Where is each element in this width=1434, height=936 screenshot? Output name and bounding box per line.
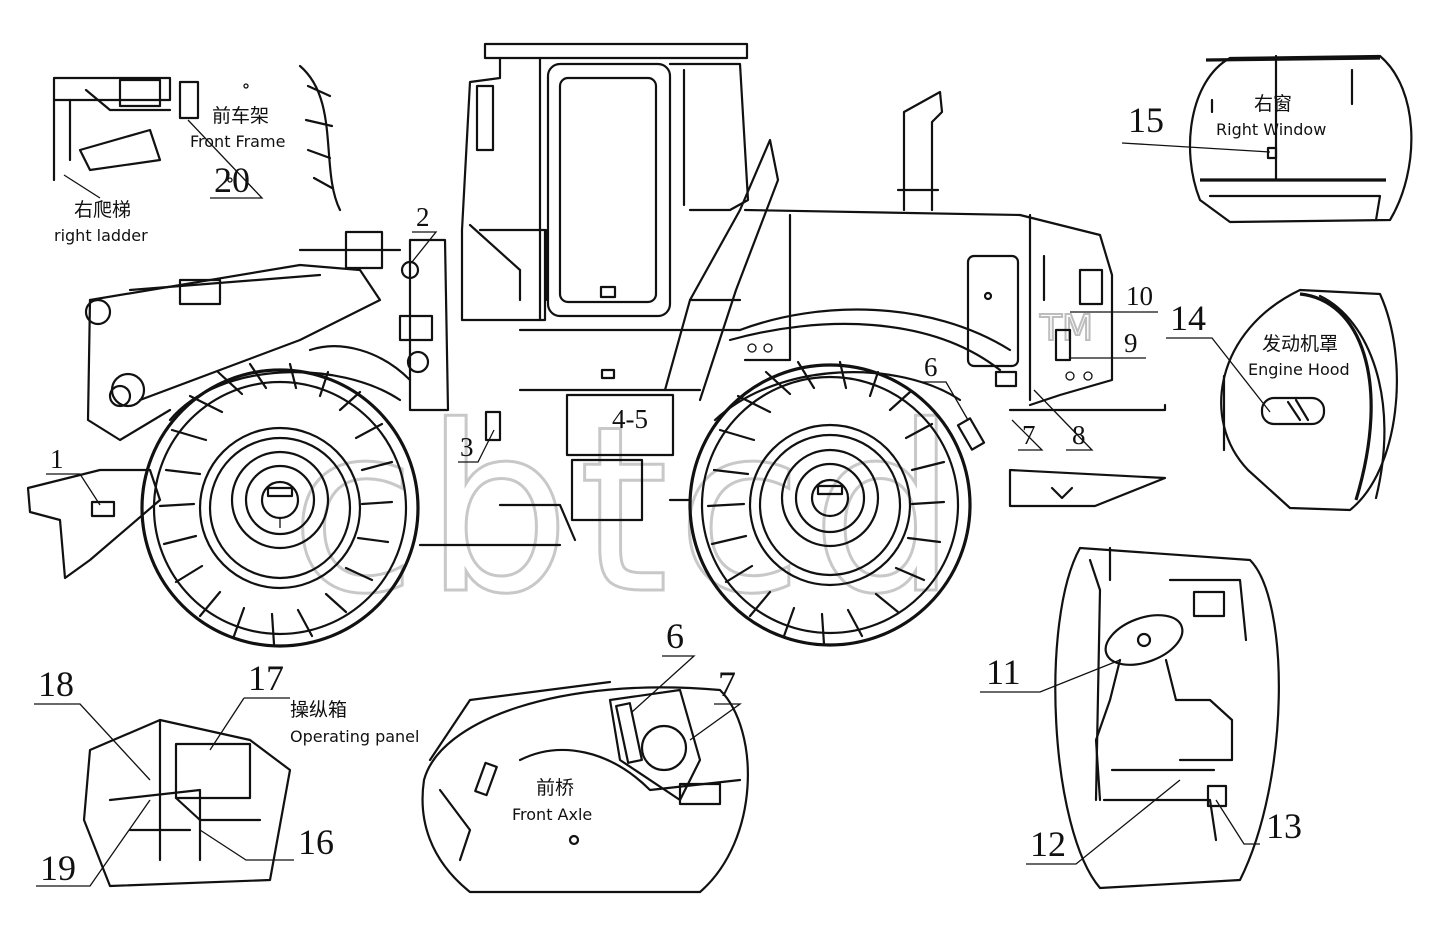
inset-cab-interior: 11 12 13 <box>980 546 1302 890</box>
callout-10: 10 <box>1126 281 1153 311</box>
boom-arm <box>84 263 382 442</box>
front-fender <box>168 371 402 422</box>
detail-callout-6: 6 <box>666 616 684 656</box>
inset-engine-hood: 发动机罩 Engine Hood 14 <box>1166 288 1398 512</box>
label-front-axle-cn: 前桥 <box>536 777 574 799</box>
callout-8: 8 <box>1072 420 1086 450</box>
label-operating-panel-en: Operating panel <box>290 727 419 746</box>
detail-callout-7: 7 <box>718 664 736 704</box>
label-front-frame-cn: 前车架 <box>212 105 269 127</box>
wheel-loader-drawing: 4-5 <box>26 42 1167 648</box>
inset-operating-panel: 操纵箱 Operating panel 18 17 16 19 <box>34 658 419 888</box>
watermark-text: cbtcd <box>290 378 965 645</box>
callout-15: 15 <box>1128 100 1164 140</box>
label-right-window-cn: 右窗 <box>1254 93 1292 115</box>
rear-wheel <box>688 360 972 647</box>
label-front-axle-en: Front Axle <box>512 805 592 824</box>
callout-2: 2 <box>416 202 430 232</box>
decal-6-marker <box>956 417 986 451</box>
cab <box>460 42 750 322</box>
label-right-ladder-en: right ladder <box>54 226 148 245</box>
rear-body <box>728 208 1167 508</box>
label-engine-hood-cn: 发动机罩 <box>1262 333 1338 355</box>
callout-13: 13 <box>1266 806 1302 846</box>
callout-1: 1 <box>50 444 64 474</box>
callout-17: 17 <box>248 658 284 698</box>
watermark-tm: TM <box>1039 308 1093 349</box>
main-callouts: 1 2 3 6 7 8 9 10 <box>46 202 1158 506</box>
front-wheel <box>140 362 420 648</box>
callout-9: 9 <box>1124 328 1138 358</box>
center-frame: 4-5 <box>418 328 742 547</box>
watermark: cbtcd TM <box>289 307 1095 647</box>
callout-12: 12 <box>1030 824 1066 864</box>
rear-fender <box>713 371 962 422</box>
callout-7: 7 <box>1022 420 1036 450</box>
bucket <box>26 468 162 580</box>
handrail <box>663 138 780 402</box>
callout-6: 6 <box>924 352 938 382</box>
callout-18: 18 <box>38 664 74 704</box>
label-right-window-en: Right Window <box>1216 120 1326 139</box>
callout-3: 3 <box>460 432 474 462</box>
callout-11: 11 <box>986 652 1021 692</box>
label-operating-panel-cn: 操纵箱 <box>290 699 347 721</box>
label-front-frame-en: Front Frame <box>190 132 285 151</box>
inset-front-axle: 前桥 Front Axle 6 7 <box>421 616 749 894</box>
callout-19: 19 <box>40 848 76 888</box>
callout-4-5: 4-5 <box>612 404 648 434</box>
inset-right-window: 右窗 Right Window 15 <box>1121 54 1413 224</box>
label-right-ladder-cn: 右爬梯 <box>74 199 131 221</box>
inset-front-frame: 前车架 Front Frame 20 右爬梯 right ladder <box>52 64 342 245</box>
label-engine-hood-en: Engine Hood <box>1248 360 1350 379</box>
callout-14: 14 <box>1170 298 1206 338</box>
front-frame-tower <box>298 230 502 442</box>
callout-16: 16 <box>298 822 334 862</box>
exhaust-stack <box>896 90 944 212</box>
